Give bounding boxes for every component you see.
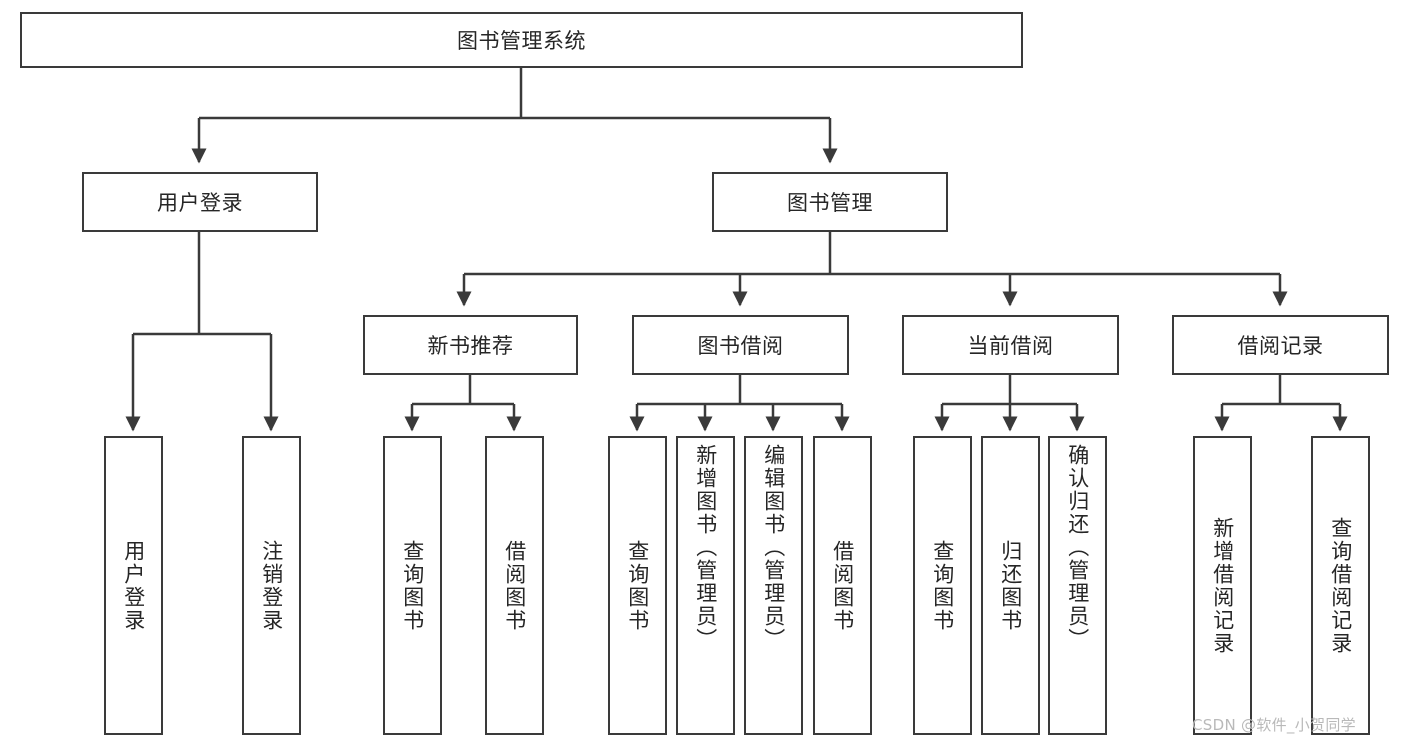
leaf-logout-label: 注销登录: [259, 539, 284, 632]
node-book-manage-label: 图书管理: [787, 191, 873, 215]
leaf-borrow-book-recommend[interactable]: 借阅图书: [485, 436, 544, 735]
leaf-query-book-borrow[interactable]: 查询图书: [608, 436, 667, 735]
leaf-query-borrow-record-label: 查询借阅记录: [1328, 516, 1353, 655]
node-current-borrow[interactable]: 当前借阅: [902, 315, 1119, 375]
leaf-user-login[interactable]: 用户登录: [104, 436, 163, 735]
node-borrow-record-label: 借阅记录: [1237, 334, 1324, 358]
leaf-return-book[interactable]: 归还图书: [981, 436, 1040, 735]
node-book-borrow-label: 图书借阅: [697, 334, 784, 358]
leaf-logout[interactable]: 注销登录: [242, 436, 301, 735]
leaf-confirm-return-admin-label: 确认归还（管理员）: [1065, 444, 1090, 651]
node-user-login[interactable]: 用户登录: [82, 172, 318, 232]
leaf-borrow-book-recommend-label: 借阅图书: [502, 539, 527, 632]
leaf-add-book-admin-label: 新增图书（管理员）: [693, 444, 718, 651]
node-root-title-label: 图书管理系统: [457, 29, 586, 53]
leaf-query-book-current[interactable]: 查询图书: [913, 436, 972, 735]
leaf-add-borrow-record[interactable]: 新增借阅记录: [1193, 436, 1252, 735]
leaf-query-book-current-label: 查询图书: [930, 539, 955, 632]
node-user-login-label: 用户登录: [157, 191, 243, 215]
leaf-confirm-return-admin[interactable]: 确认归还（管理员）: [1048, 436, 1107, 735]
watermark-text: CSDN @软件_小贺同学: [1192, 716, 1356, 734]
leaf-add-borrow-record-label: 新增借阅记录: [1210, 516, 1235, 655]
node-current-borrow-label: 当前借阅: [967, 334, 1054, 358]
node-book-borrow[interactable]: 图书借阅: [632, 315, 849, 375]
leaf-edit-book-admin[interactable]: 编辑图书（管理员）: [744, 436, 803, 735]
node-new-book-recommend-label: 新书推荐: [427, 334, 514, 358]
leaf-borrow-book-borrow-label: 借阅图书: [830, 539, 855, 632]
node-book-manage[interactable]: 图书管理: [712, 172, 948, 232]
leaf-query-book-borrow-label: 查询图书: [625, 539, 650, 632]
node-borrow-record[interactable]: 借阅记录: [1172, 315, 1389, 375]
leaf-query-borrow-record[interactable]: 查询借阅记录: [1311, 436, 1370, 735]
leaf-borrow-book-borrow[interactable]: 借阅图书: [813, 436, 872, 735]
leaf-return-book-label: 归还图书: [998, 539, 1023, 632]
node-root-title[interactable]: 图书管理系统: [20, 12, 1023, 68]
leaf-edit-book-admin-label: 编辑图书（管理员）: [761, 444, 786, 651]
leaf-query-book-recommend-label: 查询图书: [400, 539, 425, 632]
leaf-add-book-admin[interactable]: 新增图书（管理员）: [676, 436, 735, 735]
leaf-user-login-label: 用户登录: [121, 539, 146, 632]
leaf-query-book-recommend[interactable]: 查询图书: [383, 436, 442, 735]
node-new-book-recommend[interactable]: 新书推荐: [363, 315, 578, 375]
